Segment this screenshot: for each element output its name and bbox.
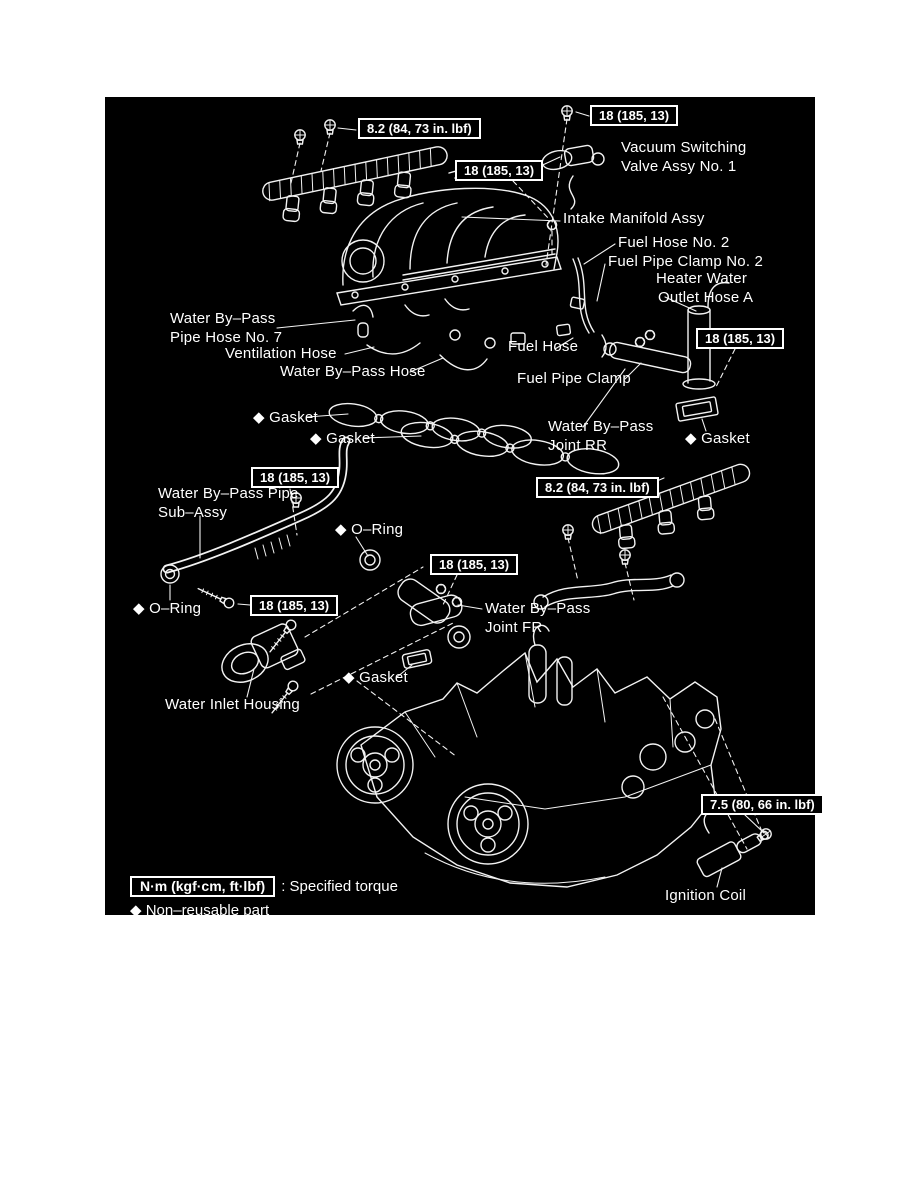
- part-label-gasket-upper: ◆ Gasket: [253, 409, 318, 426]
- torque-callout-bypass-pipe-bolt: 18 (185, 13): [251, 467, 340, 488]
- torque-callout-fuel-rail-lh: 8.2 (84, 73 in. lbf): [358, 118, 481, 139]
- torque-callout-ignition-coil-bolt: 7.5 (80, 66 in. lbf): [701, 794, 824, 815]
- water-bypass-pipe-drawing: [161, 441, 380, 583]
- part-label-gasket-lower: ◆ Gasket: [310, 430, 375, 447]
- diagram-panel: 8.2 (84, 73 in. lbf) 18 (185, 13) 18 (18…: [105, 97, 824, 919]
- part-label-vacuum-switching-valve: Vacuum Switching Valve Assy No. 1: [621, 139, 747, 175]
- legend-torque-unit-box: N·m (kgf·cm, ft·lbf): [130, 876, 276, 897]
- torque-callout-manifold-nut: 18 (185, 13): [455, 160, 544, 181]
- engine-block-drawing: [337, 625, 721, 887]
- part-label-water-bypass-hose: Water By–Pass Hose: [280, 363, 426, 380]
- part-label-gasket-joint-fr: ◆ Gasket: [343, 669, 408, 686]
- part-label-water-bypass-pipe-sub-assy: Water By–Pass Pipe Sub–Assy: [158, 485, 299, 521]
- legend-torque-desc: : Specified torque: [281, 878, 398, 895]
- torque-callout-vsv-bolt: 18 (185, 13): [590, 105, 679, 126]
- torque-callout-inlet-housing-bolt: 18 (185, 13): [250, 595, 339, 616]
- part-label-fuel-pipe-clamp-no2: Fuel Pipe Clamp No. 2: [608, 253, 764, 270]
- part-label-fuel-pipe-clamp: Fuel Pipe Clamp: [517, 370, 631, 387]
- part-label-o-ring-lower: ◆ O–Ring: [133, 600, 202, 617]
- part-label-water-inlet-housing: Water Inlet Housing: [165, 696, 300, 713]
- water-bypass-pipe-rr-drawing: [534, 573, 684, 609]
- part-label-ignition-coil: Ignition Coil: [665, 887, 746, 904]
- intake-manifold-drawing: [337, 188, 561, 348]
- part-label-water-bypass-pipe-hose-no7: Water By–Pass Pipe Hose No. 7: [170, 310, 283, 346]
- water-bypass-joint-fr-drawing: [394, 575, 470, 669]
- part-label-fuel-hose-no2: Fuel Hose No. 2: [618, 234, 730, 251]
- intake-gasket-lower-drawing: [399, 419, 620, 477]
- torque-callout-joint-fr-nut: 18 (185, 13): [430, 554, 519, 575]
- legend: N·m (kgf·cm, ft·lbf) : Specified torque …: [130, 876, 398, 919]
- fuel-rail-rh-drawing: [590, 462, 761, 559]
- fuel-rail-lh-drawing: [261, 145, 454, 228]
- part-label-heater-water-outlet-hose-a: Heater Water Outlet Hose A: [656, 270, 754, 306]
- part-label-fuel-hose: Fuel Hose: [508, 338, 579, 355]
- diagram-line-art: [105, 105, 774, 915]
- part-label-ventilation-hose: Ventilation Hose: [225, 345, 337, 362]
- part-label-water-bypass-joint-rr: Water By–Pass Joint RR: [548, 418, 654, 454]
- part-label-intake-manifold: Intake Manifold Assy: [563, 210, 705, 227]
- water-inlet-housing-drawing: [195, 583, 306, 717]
- part-label-o-ring-upper: ◆ O–Ring: [335, 521, 404, 538]
- construction-lines: [290, 119, 763, 849]
- part-label-gasket-joint-rr: ◆ Gasket: [685, 430, 750, 447]
- part-label-water-bypass-joint-fr: Water By–Pass Joint FR: [485, 600, 591, 636]
- legend-nonreusable-note: ◆ Non–reusable part: [130, 902, 270, 919]
- water-bypass-joint-rr-drawing: [604, 283, 729, 422]
- fuel-hose-drawing: [556, 258, 606, 357]
- torque-callout-fuel-rail-rh: 8.2 (84, 73 in. lbf): [536, 477, 659, 498]
- torque-callout-water-outlet-rr: 18 (185, 13): [696, 328, 785, 349]
